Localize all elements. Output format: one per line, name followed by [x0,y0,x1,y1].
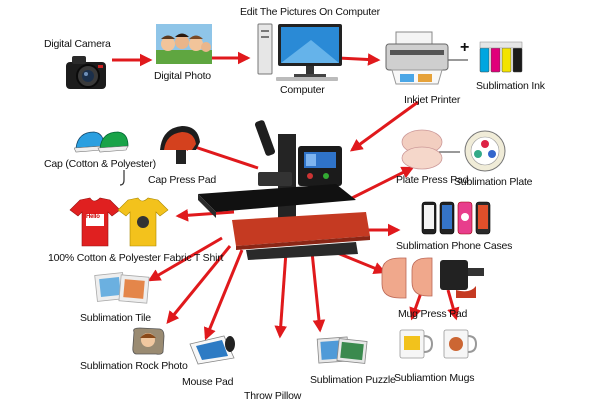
arrow-press-to-puzzle [310,251,326,333]
node-phone-cases: Sublimation Phone Cases [396,200,512,256]
label-sublimation-plate: Sublimation Plate [454,176,533,188]
computer-icon [257,23,342,81]
label-digital-camera: Digital Camera [44,38,111,50]
arrow-press-to-mousepad [203,249,244,341]
label-sublimation-mugs: Subliamtion Mugs [394,372,475,384]
node-computer: Edit The Pictures On Computer Computer [230,6,380,98]
sublimation-plate-icon [464,130,506,172]
printer-icon [385,31,449,85]
node-cap-press-pad: Cap Press Pad [140,120,220,190]
node-throw-pillow: Throw Pillow [244,388,314,408]
cap-press-pad-icon [160,126,200,164]
label-phone-cases: Sublimation Phone Cases [396,240,513,252]
label-plate-press-pad: Plate Press Pad [396,174,469,186]
node-tshirt: Hello 100% Cotton & Polyester Fabric T S… [40,196,224,266]
arrow-printer-to-press [349,100,419,152]
arrow-mugpad-to-mug-right [446,289,460,321]
label-cap-press-pad: Cap Press Pad [148,174,217,186]
label-rock-photo: Sublimation Rock Photo [80,360,188,372]
tshirt-print-text: Hello [86,214,100,220]
node-sublimation-ink: + Sublimation Ink [460,40,560,96]
label-mouse-pad: Mouse Pad [182,376,234,388]
family-photo-image [156,24,212,64]
mouse-pad-icon [189,335,235,365]
node-mouse-pad: Mouse Pad [180,334,244,390]
node-digital-photo: Digital Photo [150,22,220,84]
phone-cases-icon [421,201,491,235]
label-computer: Computer [280,84,325,96]
label-throw-pillow: Throw Pillow [244,390,302,402]
label-tshirt: 100% Cotton & Polyester Fabric T Shirt [48,252,224,264]
sublimation-tile-icon [94,272,150,304]
arrow-press-to-tile [147,236,223,282]
label-mug-press-pad: Mug Press Pad [398,308,468,320]
plus-sign: + [460,39,470,56]
label-inkjet-printer: Inkjet Printer [404,94,461,106]
cap-small-icon [119,170,125,186]
node-sublimation-puzzle: Sublimation Puzzle [302,334,398,388]
puzzle-icon [316,336,368,364]
label-sublimation-puzzle: Sublimation Puzzle [310,374,396,386]
arrow-computer-to-printer [337,53,381,66]
label-digital-photo: Digital Photo [154,70,211,82]
node-sublimation-plate: Sublimation Plate [454,130,554,190]
label-sublimation-tile: Sublimation Tile [80,312,151,324]
node-cap: Cap (Cotton & Polyester) [44,128,166,188]
caps-icon [74,131,129,153]
rock-photo-icon [132,327,165,355]
node-mug-press-pad: Mug Press Pad [376,254,496,324]
ink-bottles-icon [479,41,523,73]
node-inkjet-printer: Inkjet Printer [380,30,460,108]
mugs-icon [399,329,478,359]
arrow-press-to-plate [351,166,415,200]
arrow-press-to-pillow [274,251,288,339]
heat-press-machine-image [198,120,370,260]
node-digital-camera: Digital Camera [44,38,124,98]
mug-press-pad-icon [381,257,484,299]
arrow-press-to-tshirt [175,208,235,222]
node-rock-photo: Sublimation Rock Photo [80,326,190,376]
node-heat-press [186,112,376,262]
label-edit-on-computer: Edit The Pictures On Computer [240,6,380,18]
camera-icon [66,56,106,89]
label-sublimation-ink: Sublimation Ink [476,80,545,92]
tshirts-icon [69,197,169,247]
label-cap: Cap (Cotton & Polyester) [44,158,156,170]
node-plate-press-pad: Plate Press Pad [396,128,469,188]
plate-press-pad-icon [401,129,443,170]
node-sublimation-tile: Sublimation Tile [80,270,170,326]
arrow-press-to-rock [166,245,232,324]
node-sublimation-mugs: Subliamtion Mugs [390,324,486,386]
